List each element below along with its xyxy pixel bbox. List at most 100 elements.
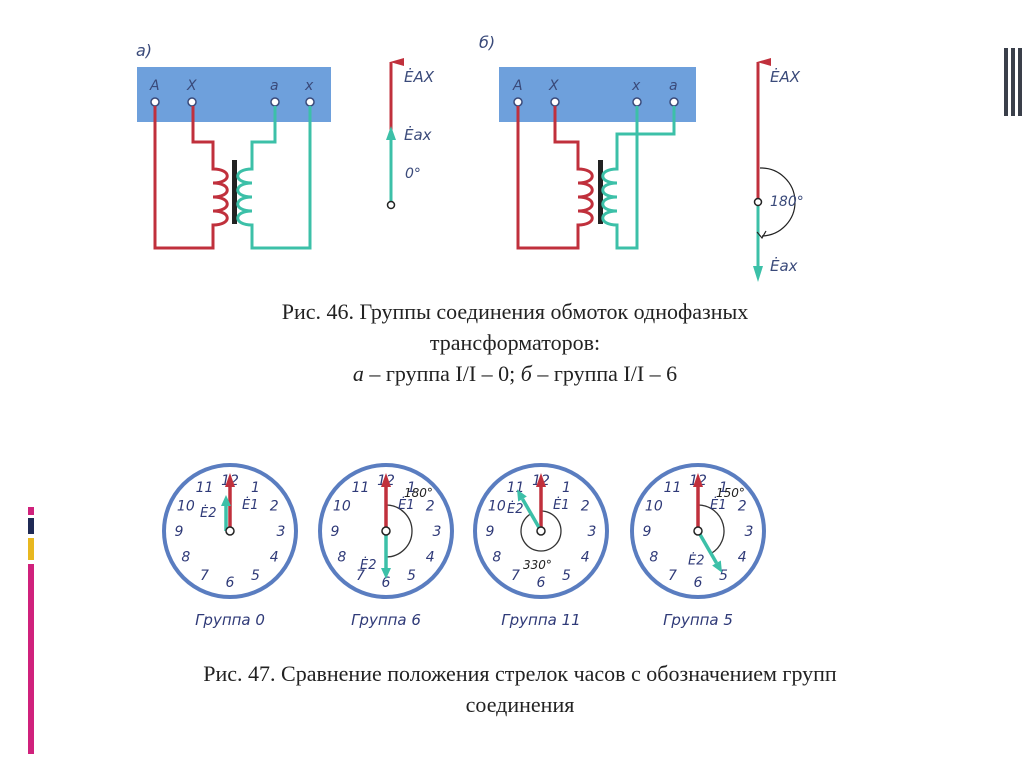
secondary-winding bbox=[236, 106, 312, 250]
angle-arc-b bbox=[759, 167, 796, 237]
fig47-caption: Рис. 47. Сравнение положения стрелок час… bbox=[90, 658, 950, 720]
angle-arc bbox=[697, 504, 725, 555]
fig46-caption-line2: трансформаторов: bbox=[429, 330, 601, 355]
label-e1: Ė1 bbox=[242, 497, 259, 513]
clock-pivot bbox=[536, 526, 546, 536]
dial-number: 10 bbox=[177, 499, 195, 515]
terminal-X: X bbox=[186, 78, 197, 107]
dial-number: 6 bbox=[694, 575, 703, 591]
primary-winding bbox=[516, 106, 594, 250]
hand-e1-head bbox=[693, 473, 703, 487]
label-e1: Ė1 bbox=[553, 497, 570, 513]
dial-number: 9 bbox=[486, 524, 495, 540]
dial-number: 1 bbox=[719, 480, 728, 496]
label-EAX-a: ĖAX bbox=[404, 67, 435, 86]
clock-1: 121234567891011Ė1Ė2180°Группа 6 bbox=[318, 463, 454, 629]
dial-number: 5 bbox=[407, 568, 416, 584]
vector-origin-b bbox=[753, 197, 763, 207]
label-e2: Ė2 bbox=[688, 553, 705, 569]
dial-number: 5 bbox=[719, 568, 728, 584]
hand-e2-head bbox=[712, 560, 722, 573]
label-EAX-b: ĖAX bbox=[770, 67, 801, 86]
dial-number: 4 bbox=[426, 550, 435, 566]
svg-text:A: A bbox=[149, 78, 160, 94]
label-e2: Ė2 bbox=[200, 505, 217, 521]
vector-origin-a bbox=[386, 200, 396, 210]
dial-number: 3 bbox=[588, 524, 597, 540]
dial-number: 8 bbox=[337, 550, 346, 566]
hand-e1-head bbox=[381, 473, 391, 487]
group-label: Группа 11 bbox=[501, 611, 580, 629]
fig46-caption-a: а bbox=[352, 361, 364, 386]
label-e1: Ė1 bbox=[710, 497, 727, 513]
clock-pivot bbox=[225, 526, 235, 536]
svg-text:x: x bbox=[631, 78, 641, 94]
fig46-caption-line1: Рис. 46. Группы соединения обмоток одноф… bbox=[281, 299, 749, 324]
dial-number: 2 bbox=[581, 499, 590, 515]
dial-number: 9 bbox=[643, 524, 652, 540]
primary-winding bbox=[153, 106, 229, 250]
core bbox=[232, 160, 237, 224]
fig47-caption-line1: Рис. 47. Сравнение положения стрелок час… bbox=[203, 661, 837, 686]
dial-number: 7 bbox=[356, 568, 365, 584]
vector-Eax-a-head bbox=[386, 126, 396, 140]
dial-number: 7 bbox=[511, 568, 520, 584]
dial-number: 8 bbox=[181, 550, 190, 566]
angle-b: 180° bbox=[770, 194, 804, 210]
hand-e2-head bbox=[381, 568, 391, 579]
dial-number: 5 bbox=[562, 568, 571, 584]
dial-number: 11 bbox=[352, 480, 370, 496]
fig46-b: б) A X x a ĖAX Ėax 180° bbox=[479, 33, 804, 282]
angle-a: 0° bbox=[405, 166, 421, 182]
dial-number: 2 bbox=[426, 499, 435, 515]
angle-label: 180° bbox=[404, 486, 433, 500]
terminal-x: x bbox=[304, 78, 315, 107]
fig46-caption-mid: – группа I/I – 0; bbox=[363, 361, 521, 386]
svg-text:x: x bbox=[304, 78, 314, 94]
dial-number: 7 bbox=[668, 568, 677, 584]
group-label: Группа 0 bbox=[195, 611, 265, 629]
hand-e1-head bbox=[536, 473, 546, 487]
terminal-A: A bbox=[149, 78, 160, 107]
angle-arc bbox=[385, 504, 413, 558]
svg-text:A: A bbox=[512, 78, 523, 94]
label-Eax-a: Ėax bbox=[404, 125, 432, 144]
dial-number: 10 bbox=[645, 499, 663, 515]
terminal-board-b bbox=[499, 67, 696, 122]
dial-number: 6 bbox=[537, 575, 546, 591]
dial-number: 8 bbox=[649, 550, 658, 566]
dial-number: 11 bbox=[664, 480, 682, 496]
angle-arc bbox=[520, 510, 562, 552]
label-e1: Ė1 bbox=[398, 497, 415, 513]
dial-number: 1 bbox=[407, 480, 416, 496]
fig46-a-letter: а) bbox=[136, 41, 152, 60]
hand-e2-head bbox=[517, 489, 527, 502]
dial-number: 4 bbox=[270, 550, 279, 566]
svg-text:a: a bbox=[270, 78, 279, 94]
clock-3: 121234567891011Ė1Ė2150°Группа 5 bbox=[630, 463, 766, 629]
angle-label: 330° bbox=[523, 558, 552, 572]
label-Eax-b: Ėax bbox=[770, 256, 798, 275]
label-e2: Ė2 bbox=[360, 557, 377, 573]
group-label: Группа 6 bbox=[351, 611, 421, 629]
fig46-caption-b: б bbox=[520, 361, 532, 386]
dial-number: 10 bbox=[333, 499, 351, 515]
dial-number: 6 bbox=[382, 575, 391, 591]
left-accent-bar bbox=[28, 507, 34, 754]
group-label: Группа 5 bbox=[663, 611, 733, 629]
angle-label: 150° bbox=[716, 486, 745, 500]
terminal-a: a bbox=[669, 78, 679, 107]
dial-number: 2 bbox=[738, 499, 747, 515]
dial-number: 9 bbox=[175, 524, 184, 540]
fig46-caption: Рис. 46. Группы соединения обмоток одноф… bbox=[140, 296, 890, 389]
label-e2: Ė2 bbox=[507, 501, 524, 517]
dial-number: 9 bbox=[331, 524, 340, 540]
secondary-winding bbox=[601, 106, 676, 250]
top-right-deco bbox=[1004, 48, 1022, 116]
clock-pivot bbox=[693, 526, 703, 536]
clock-0: 121234567891011Ė1Ė2Группа 0 bbox=[162, 463, 298, 629]
dial-number: 7 bbox=[200, 568, 209, 584]
fig46-a: а) A X a x ĖAX Ėax 0° bbox=[136, 41, 435, 250]
svg-text:a: a bbox=[669, 78, 678, 94]
fig46-b-letter: б) bbox=[479, 33, 495, 52]
